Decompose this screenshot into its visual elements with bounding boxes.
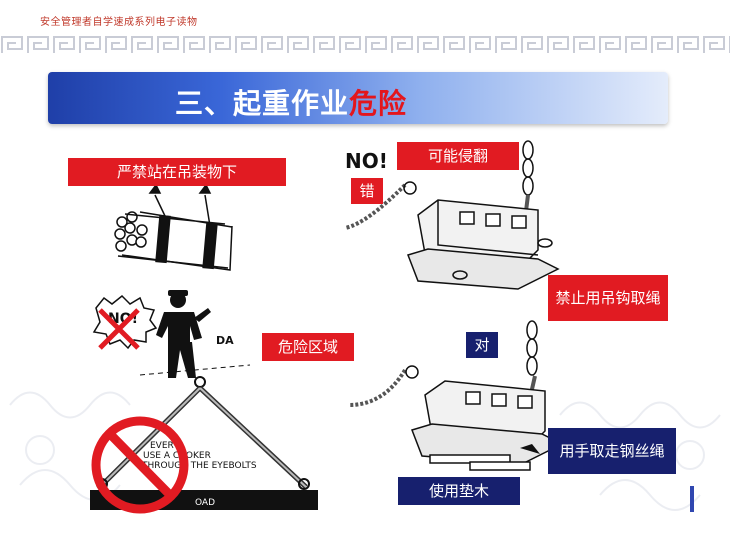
label-danger-zone: 危险区域 xyxy=(262,333,354,361)
label-use-pad-blocks: 使用垫木 xyxy=(398,477,520,505)
slide-title: 三、起重作业危险 xyxy=(175,82,407,122)
crane-chain-upper xyxy=(522,140,534,196)
label-no-hook-sling: 禁止用吊钩取绳 xyxy=(548,275,668,321)
title-highlight: 危险 xyxy=(349,87,408,120)
pipe-bundle-illustration xyxy=(114,183,233,271)
crane-chain-lower xyxy=(526,320,538,376)
label-use-hand-remove-sling: 用手取走钢丝绳 xyxy=(548,428,676,474)
no-bubble-illustration: NO! xyxy=(92,294,158,350)
choker-text-line2: USE A CHOKER xyxy=(143,451,211,461)
choker-text-line3: THROUGH THE EYEBOLTS xyxy=(141,461,257,471)
label-may-tip-over: 可能侵翻 xyxy=(397,142,519,170)
series-header: 安全管理者自学速成系列电子读物 xyxy=(40,17,198,28)
load-text: OAD xyxy=(195,498,215,508)
prohibition-icon xyxy=(91,416,189,514)
title-bar xyxy=(48,72,668,124)
choker-sling-illustration: EVER USE A CHOKER THROUGH THE EYEBOLTS O… xyxy=(90,376,318,514)
edge-accent xyxy=(690,486,694,512)
wrong-method-illustration xyxy=(344,140,560,290)
fret-border-band xyxy=(0,34,730,56)
right-method-illustration xyxy=(349,320,564,471)
label-wrong: 错 xyxy=(351,178,383,204)
title-prefix: 三、起重作业 xyxy=(175,87,350,120)
choker-text-line1: EVER xyxy=(150,441,174,451)
no-top-text: NO! xyxy=(345,149,388,173)
worker-illustration xyxy=(156,290,211,378)
label-no-stand-under-load: 严禁站在吊装物下 xyxy=(68,158,286,186)
danger-sign-text: DA xyxy=(216,334,234,347)
danger-zone-boundary xyxy=(139,364,251,376)
label-right: 对 xyxy=(466,332,498,358)
pad-block xyxy=(469,461,531,471)
